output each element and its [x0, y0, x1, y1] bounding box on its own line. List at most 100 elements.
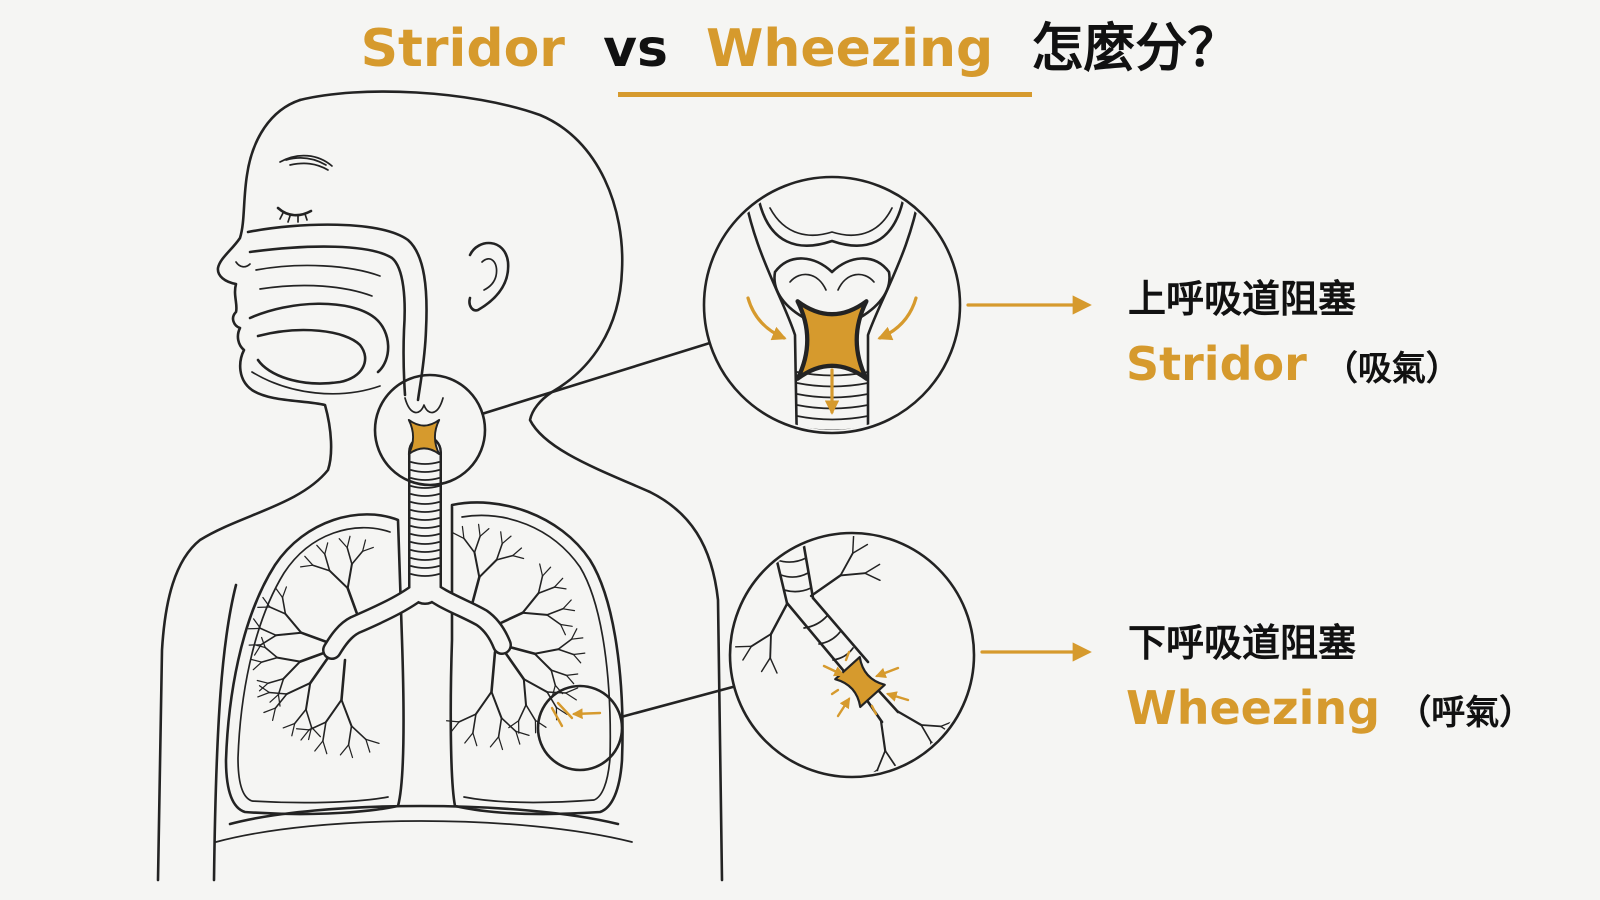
bronchiole-branch — [361, 539, 367, 552]
lower-magnifier-ring — [728, 531, 976, 779]
bronchiole-branch — [464, 732, 474, 744]
epiglottis-closeup — [756, 194, 906, 247]
bronchiole-branch — [347, 725, 353, 746]
bronchiole-branch — [521, 611, 549, 616]
bronchiole-branch — [322, 721, 327, 742]
bronchiole-branch — [537, 586, 556, 594]
bronchiole-branch — [565, 692, 577, 701]
bronchiole-branch — [257, 691, 270, 698]
bronchiole-branch — [264, 646, 279, 659]
narrowing-arrow-left — [822, 664, 845, 677]
lungs — [215, 501, 633, 843]
upper-magnifier-ring — [702, 175, 962, 435]
bronchiole-branch — [572, 653, 582, 664]
bronchiole-branch — [445, 720, 460, 723]
bronchiole-branch — [839, 572, 866, 577]
bronchiole-branch — [458, 713, 477, 723]
bronchiole-branch — [533, 652, 553, 672]
bronchiole-branch — [769, 633, 772, 659]
upper-airway-term: Stridor — [1126, 337, 1307, 391]
bronchiole-branch — [734, 645, 753, 648]
trachea-and-bronchi — [322, 397, 512, 660]
left-lung-inner-outline — [237, 526, 391, 804]
bronchiole-branch — [258, 685, 270, 694]
diaphragm — [228, 804, 620, 826]
nostril — [235, 261, 251, 268]
lower-airway-term: Wheezing — [1126, 681, 1380, 735]
bronchiole-branch — [562, 599, 572, 610]
bronchiole-branch — [277, 693, 281, 707]
bronchiole-branch — [452, 532, 465, 540]
trachea-ring — [410, 469, 440, 473]
bronchiole-branch — [338, 538, 348, 549]
bronchiole-branch — [490, 690, 503, 720]
bronchiole-branch — [920, 724, 942, 728]
bronchiole-branch — [314, 740, 324, 752]
title-question: 怎麼分？ — [1031, 19, 1239, 79]
trachea-ring — [410, 477, 440, 481]
bronchiole-focus-circle — [536, 684, 624, 772]
bronchus-diagonal-rings — [803, 615, 854, 661]
bronchiole-branch — [562, 608, 576, 612]
trachea-ring — [410, 557, 440, 561]
bronchiole-branch — [253, 644, 266, 649]
upper-airway-term-line: Stridor （吸氣） — [1126, 337, 1460, 391]
bronchiole-focus-marks — [550, 701, 602, 728]
bronchiole-branch — [322, 740, 328, 755]
eyebrow — [279, 154, 333, 171]
bronchiole-branch — [258, 682, 269, 692]
bronchiole-branch — [365, 738, 380, 745]
bronchiole-branch — [259, 627, 277, 637]
bronchiole-branch — [299, 564, 314, 568]
bronchiole-branch — [361, 546, 374, 552]
ear-inner — [481, 258, 498, 291]
bronchiole-branch — [559, 623, 573, 627]
bronchiole-branch — [497, 736, 504, 751]
connector-upper — [481, 341, 712, 415]
bronchiole-branch — [473, 535, 481, 554]
back-of-head-outline — [298, 90, 724, 882]
bronchiole-branch — [534, 719, 547, 728]
bronchiole-branch — [250, 658, 263, 663]
nasal-concha-upper — [255, 264, 381, 277]
epiglottis — [404, 397, 444, 414]
right-lung-outline — [449, 501, 624, 816]
bronchiole-branch — [500, 531, 503, 545]
lower-airway-term-line: Wheezing （呼氣） — [1126, 681, 1533, 735]
bronchiole-branch — [497, 717, 503, 738]
bronchiole-branch — [295, 728, 310, 731]
bronchiole-branch — [328, 569, 349, 590]
bronchiole-branch — [252, 661, 263, 671]
bronchiole-branch — [541, 566, 552, 577]
bronchiole-branch — [546, 691, 558, 709]
bronchiole-branch — [879, 719, 887, 752]
lower-airway-phase: （呼氣） — [1397, 693, 1533, 733]
lower-airway-magnifier — [728, 531, 976, 779]
bronchiole-branch — [533, 648, 560, 655]
nasopharynx-inner-wall — [248, 245, 407, 397]
bronchiole-branch — [490, 650, 497, 694]
left-bronchial-tree — [247, 535, 380, 759]
bronchiole-branch — [260, 656, 279, 663]
bronchiole-branch — [350, 725, 367, 741]
title-underline — [618, 92, 1032, 97]
bronchiole-branch — [479, 527, 490, 537]
eyelashes — [279, 212, 308, 223]
bronchiole-branch — [555, 706, 568, 716]
left-lung-outline — [224, 513, 405, 816]
left-main-bronchus-lumen — [324, 578, 433, 658]
upper-airway-phase: （吸氣） — [1324, 349, 1460, 389]
bronchiole-branch — [769, 657, 778, 674]
child-figure — [156, 90, 724, 882]
bronchiole-branch — [515, 730, 530, 737]
face-profile-outline — [156, 98, 333, 882]
inhale-arrow-right — [877, 296, 918, 341]
bronchiole-branch — [282, 660, 302, 680]
bronchus-diagonal-wall-left — [785, 601, 850, 678]
title-term-wheezing: Wheezing — [706, 19, 993, 79]
bronchiole-branch — [269, 606, 287, 615]
bronchiole-branch — [521, 592, 540, 614]
bronchiole-branch — [275, 631, 303, 637]
hard-palate — [248, 302, 390, 374]
exhale-arrow-small — [571, 708, 602, 720]
